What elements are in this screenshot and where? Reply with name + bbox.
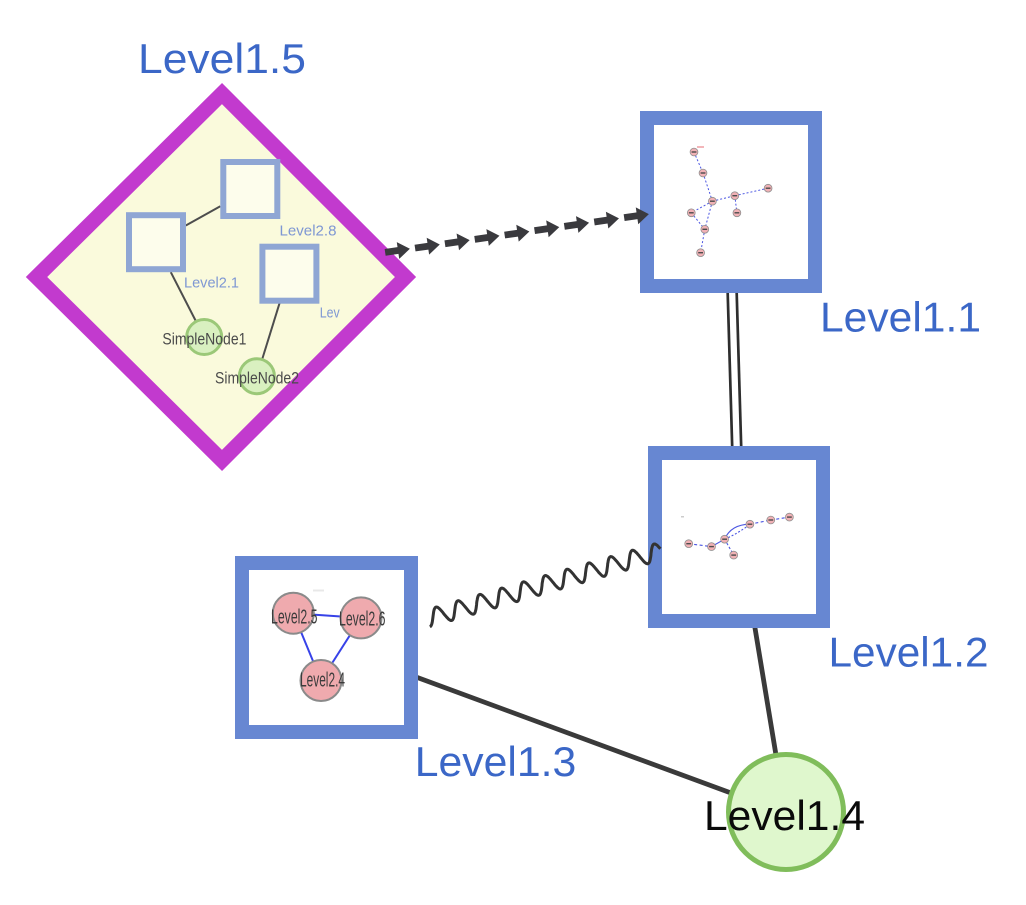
svg-text:Level2.5: Level2.5	[271, 606, 318, 628]
svg-text:Level1.5: Level1.5	[138, 35, 306, 82]
svg-text:Level1.3: Level1.3	[415, 738, 577, 785]
svg-text:Level2.8: Level2.8	[280, 223, 337, 240]
svg-text:Lev: Lev	[320, 304, 340, 321]
svg-text:Level1.4: Level1.4	[704, 792, 865, 839]
svg-text:Level1.1: Level1.1	[820, 294, 981, 341]
svg-text:Level1.2: Level1.2	[829, 629, 989, 676]
svg-text:Level2.6: Level2.6	[339, 609, 386, 631]
svg-text:SimpleNode2: SimpleNode2	[215, 369, 299, 388]
svg-text:SimpleNode1: SimpleNode1	[162, 329, 246, 348]
svg-text:Level2.1: Level2.1	[184, 274, 239, 291]
svg-text:Level2.4: Level2.4	[300, 670, 345, 692]
